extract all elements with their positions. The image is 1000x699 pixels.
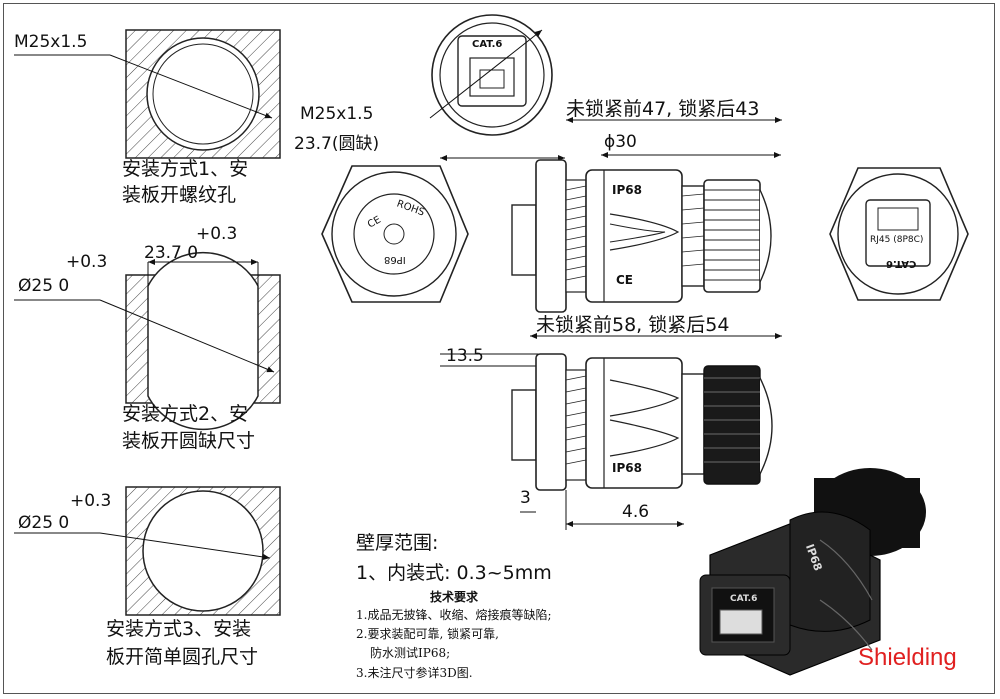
method2-caption-1: 安装方式2、安 [122,403,249,425]
method3-diameter: Ø25 0 [18,513,70,533]
side-view-bottom [440,353,773,530]
front-mark-ip68: IP68 [384,254,406,265]
tech-item-1: 1.成品无披锋、收缩、熔接痕等缺陷; [356,608,552,622]
method2-diameter: Ø25 0 [18,276,70,296]
product-render [699,468,926,676]
rear-port-label: CAT.6 [886,258,917,269]
wall-title: 壁厚范围: [356,532,439,554]
top-detail-view [429,14,553,136]
side-view-top [440,117,782,339]
method1-caption-1: 安装方式1、安 [122,158,249,180]
rear-view [829,167,969,301]
flange-3: 3 [520,488,531,508]
method2-panel [14,251,281,431]
method1-caption-2: 装板开螺纹孔 [122,184,237,206]
wall-range: 1、内装式: 0.3~5mm [356,562,552,584]
method2-flat-dim: 23.7 0 [144,243,199,263]
method2-tol-large: +0.3 [66,252,108,272]
tech-title: 技术要求 [430,590,479,604]
length-before-after-lock: 未锁紧前47, 锁紧后43 [566,98,760,120]
height-13-5: 13.5 [446,346,484,366]
method2-caption-2: 装板开圆缺尺寸 [122,430,256,452]
top-view-flat: 23.7(圆缺) [294,134,380,154]
method1-thread-label: M25x1.5 [14,32,88,52]
top-view-thread: M25x1.5 [300,104,374,124]
side-mark-ip68: IP68 [612,183,642,197]
total-length: 未锁紧前58, 锁紧后54 [536,314,730,336]
diameter-30: ϕ30 [604,132,637,152]
tech-item-3: 防水测试IP68; [370,646,451,660]
side-mark-ce: CE [616,273,634,287]
hex-front-view [321,165,469,303]
rear-port-text: RJ45 (8P8C) [870,235,924,245]
tech-item-4: 3.未注尺寸参详3D图. [356,666,473,680]
method2-tol-small: +0.3 [196,224,238,244]
photo-port-label: CAT.6 [730,594,758,604]
drawing-frame [3,3,995,694]
wall-4-6: 4.6 [622,502,650,522]
method3-panel [14,486,281,616]
method3-tol: +0.3 [70,491,112,511]
method3-caption-2: 板开简单圆孔尺寸 [106,646,259,668]
tech-item-2: 2.要求装配可靠, 锁紧可靠, [356,627,499,641]
top-view-port-label: CAT.6 [472,39,503,50]
side-bottom-mark-ip68: IP68 [612,461,642,475]
shielding-label: Shielding [858,644,957,671]
method3-caption-1: 安装方式3、安装 [106,618,252,640]
method1-panel [14,29,281,159]
